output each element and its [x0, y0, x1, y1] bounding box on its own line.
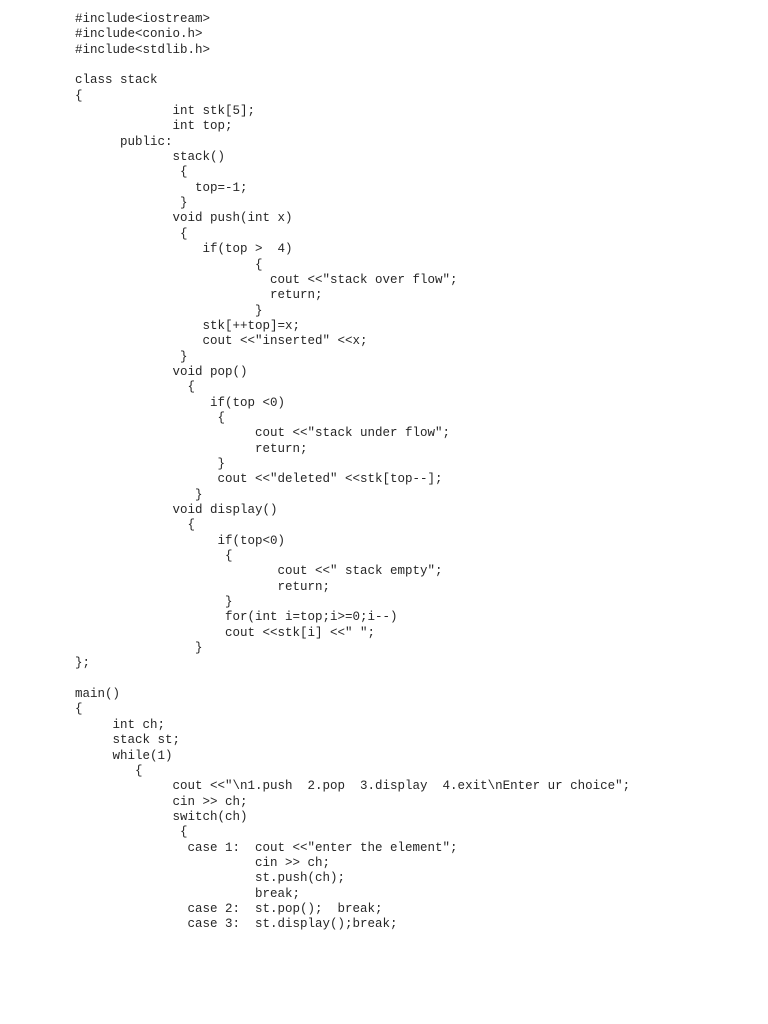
code-line: int stk[5]; — [75, 104, 256, 119]
code-line: top=-1; — [75, 180, 248, 195]
code-line: void pop() — [75, 364, 248, 379]
code-line: return; — [75, 441, 308, 456]
code-line: for(int i=top;i>=0;i--) — [75, 610, 398, 625]
code-line: cout <<"stack under flow"; — [75, 426, 451, 441]
code-line: cout <<" stack empty"; — [75, 564, 443, 579]
code-line: cout <<"\n1.push 2.pop 3.display 4.exit\… — [75, 779, 631, 794]
code-line: { — [75, 165, 188, 180]
code-line: cin >> ch; — [75, 855, 331, 870]
code-line: } — [75, 349, 188, 364]
code-line: } — [75, 196, 188, 211]
code-line: } — [75, 487, 203, 502]
code-line: case 2: st.pop(); break; — [75, 901, 383, 916]
code-line: { — [75, 380, 196, 395]
code-line: } — [75, 595, 233, 610]
code-line: { — [75, 257, 263, 272]
code-line: void push(int x) — [75, 211, 293, 226]
code-line: { — [75, 226, 188, 241]
code-line: public: — [75, 134, 173, 149]
code-line: #include<conio.h> — [75, 27, 203, 42]
code-line: { — [75, 88, 83, 103]
code-line: break; — [75, 886, 301, 901]
code-line: { — [75, 825, 188, 840]
code-line: cout <<stk[i] <<" "; — [75, 625, 376, 640]
code-line: } — [75, 641, 203, 656]
code-line: if(top > 4) — [75, 242, 293, 257]
code-line: int top; — [75, 119, 233, 134]
code-line: { — [75, 549, 233, 564]
code-line: case 1: cout <<"enter the element"; — [75, 840, 458, 855]
code-line: return; — [75, 579, 331, 594]
code-line: switch(ch) — [75, 809, 248, 824]
code-line: cout <<"deleted" <<stk[top--]; — [75, 472, 443, 487]
code-line: cout <<"inserted" <<x; — [75, 334, 368, 349]
code-line: #include<iostream> — [75, 12, 211, 26]
code-line: { — [75, 410, 226, 425]
code-line: return; — [75, 288, 323, 303]
code-line: } — [75, 456, 226, 471]
code-line — [75, 672, 630, 687]
code-line: void display() — [75, 503, 278, 517]
code-line — [75, 58, 630, 73]
code-line: } — [75, 303, 263, 318]
code-line: main() — [75, 687, 121, 702]
code-line: cin >> ch; — [75, 794, 248, 809]
code-line: class stack — [75, 73, 158, 88]
code-line: stack st; — [75, 733, 181, 748]
code-line: { — [75, 702, 83, 717]
code-line: int ch; — [75, 717, 166, 732]
code-line: if(top<0) — [75, 533, 286, 548]
code-listing: #include<iostream>#include<conio.h>#incl… — [75, 12, 630, 933]
code-line: stack() — [75, 150, 226, 165]
code-line: }; — [75, 656, 91, 671]
code-line: if(top <0) — [75, 395, 286, 410]
code-line: stk[++top]=x; — [75, 318, 301, 333]
code-line: { — [75, 763, 143, 778]
code-line: cout <<"stack over flow"; — [75, 272, 458, 287]
code-line: case 3: st.display();break; — [75, 917, 398, 932]
code-line: while(1) — [75, 748, 173, 763]
code-line: st.push(ch); — [75, 871, 346, 886]
code-line: #include<stdlib.h> — [75, 42, 211, 57]
code-line: { — [75, 518, 196, 533]
